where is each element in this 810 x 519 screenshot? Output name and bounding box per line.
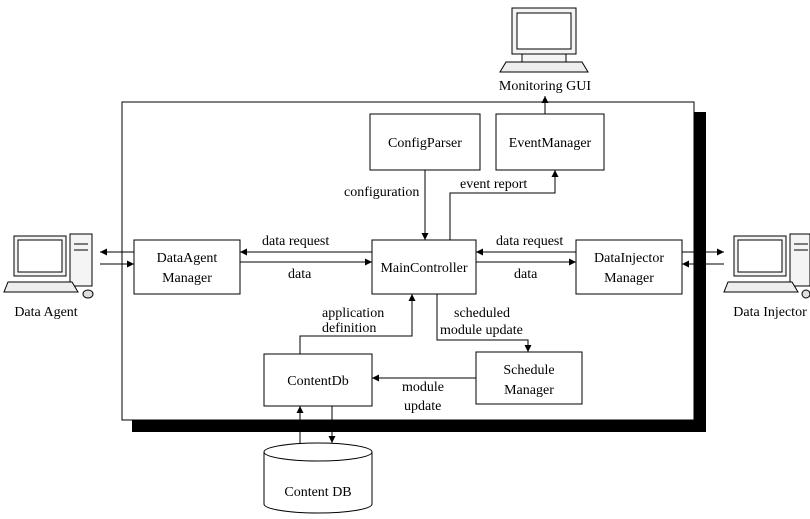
data-injector-manager-label-line2: Manager <box>604 271 654 286</box>
data-left-label: data <box>288 267 312 282</box>
config-parser-box: ConfigParser <box>369 113 481 171</box>
event-report-arrow <box>449 170 559 240</box>
module-update-label-line1: module <box>402 380 444 395</box>
schedule-manager-label-line2: Manager <box>504 383 554 398</box>
data-right-label: data <box>514 267 538 282</box>
content-db-module-label: ContentDb <box>287 374 348 389</box>
event-report-label: event report <box>460 177 527 192</box>
data-agent-manager-label: DataAgent <box>157 251 218 266</box>
main-controller-label: MainController <box>380 261 467 276</box>
data-injector-manager-box: DataInjector Manager <box>575 239 683 295</box>
scheduled-module-update-line1: scheduled <box>454 306 510 321</box>
application-definition-arrow <box>299 294 416 354</box>
event-manager-box: EventManager <box>495 113 605 171</box>
content-db-module-box: ContentDb <box>263 353 373 407</box>
application-definition-label-line2: definition <box>322 321 376 336</box>
data-request-left-label: data request <box>262 234 329 249</box>
module-update-label-line2: update <box>404 399 441 414</box>
config-parser-label: ConfigParser <box>388 136 462 151</box>
main-controller-box: MainController <box>371 239 477 295</box>
data-injector-computer-icon <box>723 233 810 299</box>
scheduled-module-update-arrow <box>436 294 532 352</box>
data-agent-computer-icon <box>3 233 94 299</box>
schedule-manager-box: Schedule Manager <box>475 351 583 405</box>
data-request-right-label: data request <box>496 234 563 249</box>
data-agent-manager-box: DataAgent Manager <box>133 239 241 295</box>
data-injector-label: Data Injector <box>733 305 807 320</box>
schedule-manager-label: Schedule <box>503 363 554 378</box>
configuration-label: configuration <box>344 185 419 200</box>
monitoring-gui-computer-icon <box>499 7 589 73</box>
monitoring-gui-label: Monitoring GUI <box>499 79 592 94</box>
content-db-store-cylinder: Content DB <box>263 442 373 514</box>
data-injector-manager-label: DataInjector <box>594 251 664 266</box>
application-definition-label-line1: application <box>322 306 384 321</box>
data-agent-manager-label-line2: Manager <box>162 271 212 286</box>
content-db-store-label: Content DB <box>284 485 351 500</box>
data-agent-label: Data Agent <box>14 305 77 320</box>
scheduled-module-update-line2: module update <box>440 323 523 338</box>
event-manager-label: EventManager <box>509 136 592 151</box>
